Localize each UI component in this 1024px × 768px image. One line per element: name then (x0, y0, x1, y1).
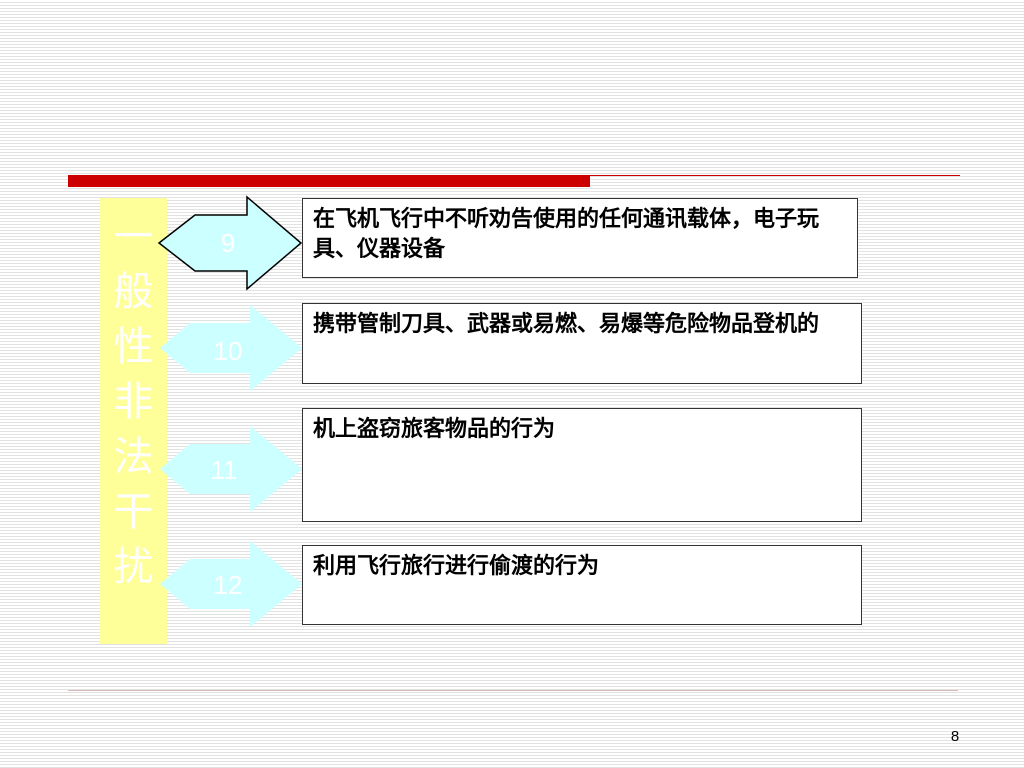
item-number: 10 (213, 336, 243, 366)
arrow-icon (160, 305, 302, 391)
side-title-char: 法 (113, 434, 154, 480)
side-title-char: 非 (113, 379, 154, 425)
side-title-char: 一 (113, 214, 154, 260)
item-text-box: 机上盗窃旅客物品的行为 (302, 408, 862, 522)
item-number: 11 (210, 455, 238, 485)
side-title-panel (100, 198, 167, 644)
item-number: 9 (220, 228, 236, 258)
side-title-char: 干 (113, 489, 154, 535)
title-accent-bar (68, 175, 590, 187)
footer-divider (68, 690, 958, 691)
side-title: 一 般 性 非 法 干 扰 (100, 210, 167, 595)
side-title-char: 扰 (113, 544, 154, 590)
item-text-box: 利用飞行旅行进行偷渡的行为 (302, 545, 862, 625)
item-number: 12 (213, 570, 243, 600)
side-title-char: 性 (113, 324, 154, 370)
page-number: 8 (950, 728, 960, 745)
arrow-icon (160, 426, 302, 512)
item-text-box: 在飞机飞行中不听劝告使用的任何通讯载体，电子玩具、仪器设备 (302, 198, 858, 278)
item-text-box: 携带管制刀具、武器或易燃、易爆等危险物品登机的 (302, 303, 862, 384)
arrow-icon (157, 195, 303, 291)
title-accent-line (590, 175, 960, 176)
side-title-char: 般 (113, 269, 154, 315)
arrow-icon (160, 541, 302, 627)
